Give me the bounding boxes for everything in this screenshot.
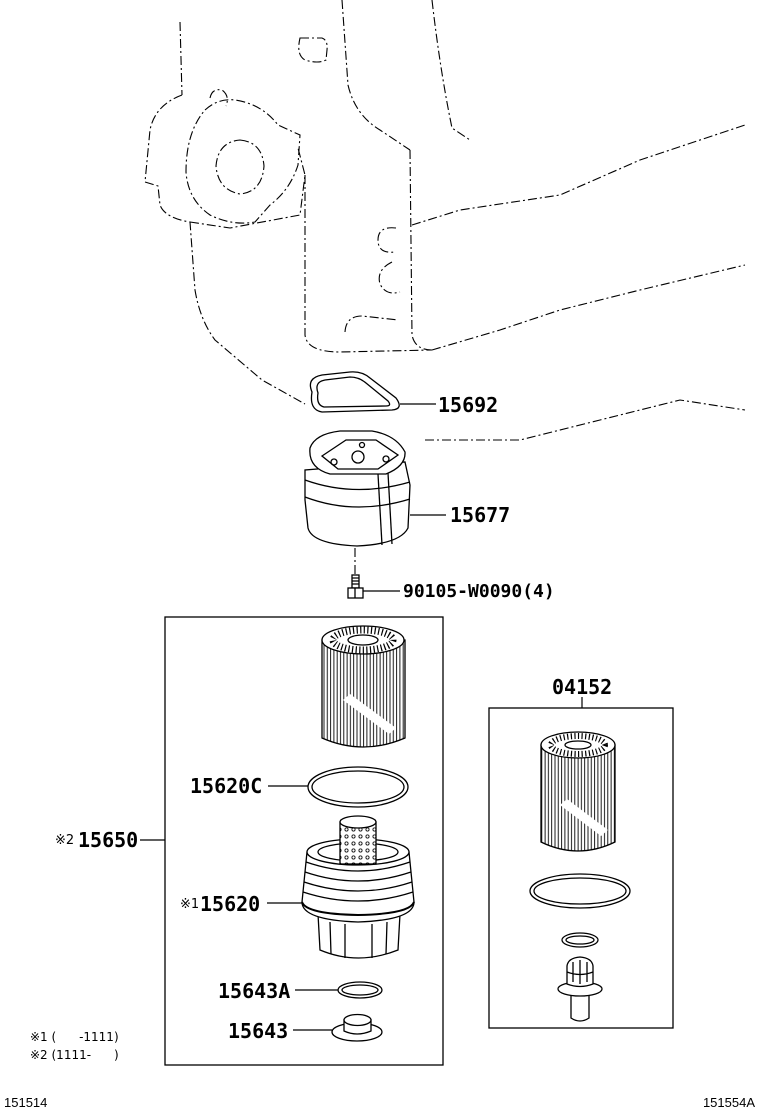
fitting-shaft <box>570 989 590 1022</box>
o-ring-kit-small-outer <box>561 932 599 948</box>
engine-boss-inner <box>215 139 265 195</box>
label-15643: 15643 <box>228 1019 288 1043</box>
engine-block-left-edge <box>304 175 433 353</box>
housing-bolt-hole-2 <box>382 455 390 463</box>
assembly-box-15650 <box>164 616 444 1066</box>
engine-block-notch <box>344 315 399 333</box>
kit-box-04152 <box>488 707 674 1029</box>
o-ring-kit-large <box>529 873 631 909</box>
housing-seam-1 <box>377 473 383 546</box>
engine-plateau <box>189 147 306 229</box>
housing-lower-body <box>304 461 411 547</box>
mark-15620: ※1 <box>180 897 199 912</box>
mark-15650: ※2 <box>55 833 74 848</box>
footer-code-left: 151514 <box>4 1095 47 1110</box>
cap-flange <box>301 901 415 917</box>
housing-belt-line-1 <box>304 479 411 491</box>
filter-cap-15620 <box>267 815 415 959</box>
cap-rib-4 <box>302 891 414 902</box>
fitting-head-slots <box>566 960 594 984</box>
o-ring-15620c-outer <box>307 766 409 808</box>
engine-right-line-c <box>425 399 746 441</box>
housing-seam-2 <box>387 472 393 545</box>
engine-top-notch <box>298 37 328 63</box>
engine-boss-tab <box>209 89 228 107</box>
filter-right-hole <box>564 740 592 750</box>
housing-15677 <box>304 430 446 547</box>
o-ring-15643a-inner <box>341 984 379 996</box>
plug-top <box>343 1013 372 1027</box>
footnote-1: ※1 ( -1111) <box>30 1030 119 1044</box>
cap-ribbed-body <box>301 851 415 923</box>
o-ring-kit-small-inner <box>565 935 595 945</box>
engine-sump-edge <box>144 94 306 405</box>
bolt-90105 <box>347 548 400 599</box>
housing-top-plate <box>309 430 406 475</box>
o-ring-kit-large-outer <box>529 873 631 909</box>
o-ring-kit-large-inner <box>533 877 627 905</box>
cap-grip-lines <box>329 921 388 958</box>
housing-belt-line-2 <box>304 496 411 508</box>
filter-left-streak <box>343 694 396 734</box>
housing-bolt-hole-3 <box>358 441 366 449</box>
label-15677: 15677 <box>450 503 510 527</box>
cap-rib-2 <box>304 871 412 882</box>
engine-left-edge <box>179 21 183 96</box>
bolt-threads <box>352 577 359 585</box>
engine-block-outline <box>144 0 746 441</box>
cap-lower-body <box>317 913 401 959</box>
o-ring-15643a <box>295 981 383 999</box>
o-ring-kit-small <box>561 932 599 948</box>
drain-fitting-kit <box>557 956 603 1022</box>
filter-element-left <box>321 625 406 748</box>
engine-hanger-1 <box>377 227 397 253</box>
filter-left-pleats <box>329 626 397 654</box>
label-15620c: 15620C <box>190 774 262 798</box>
o-ring-15620c <box>268 766 409 808</box>
filter-right-body <box>540 744 616 852</box>
filter-right-streak <box>560 799 608 836</box>
o-ring-15620c-inner <box>311 770 405 804</box>
label-bolt: 90105-W0090(4) <box>403 581 555 602</box>
gasket-inner <box>316 376 391 408</box>
label-15692: 15692 <box>438 393 498 417</box>
cap-mesh-top <box>339 815 377 829</box>
cap-rib-1 <box>305 861 411 872</box>
label-15620: 15620 <box>200 892 260 916</box>
housing-center-hole <box>351 450 365 464</box>
footnote-2: ※2 (1111- ) <box>30 1048 119 1062</box>
filter-element-right <box>540 731 616 852</box>
gasket-outer <box>309 371 400 413</box>
engine-right-line-a <box>411 124 746 226</box>
drain-plug-15643 <box>293 1013 383 1042</box>
engine-inner-edge <box>431 0 471 141</box>
label-15650: 15650 <box>78 828 138 852</box>
housing-top-hex <box>320 439 400 470</box>
engine-right-line-b <box>431 264 746 351</box>
engine-center-edge <box>341 0 411 151</box>
label-04152: 04152 <box>552 675 612 699</box>
filter-left-hole <box>347 634 379 646</box>
label-15643a: 15643A <box>218 979 290 1003</box>
filter-right-pleats <box>548 733 608 757</box>
engine-boss-outer <box>185 99 301 224</box>
housing-bolt-hole-1 <box>330 458 338 466</box>
footer-code-right: 151554A <box>703 1095 755 1110</box>
cap-rib-3 <box>303 881 413 892</box>
gasket-15692 <box>309 371 436 413</box>
